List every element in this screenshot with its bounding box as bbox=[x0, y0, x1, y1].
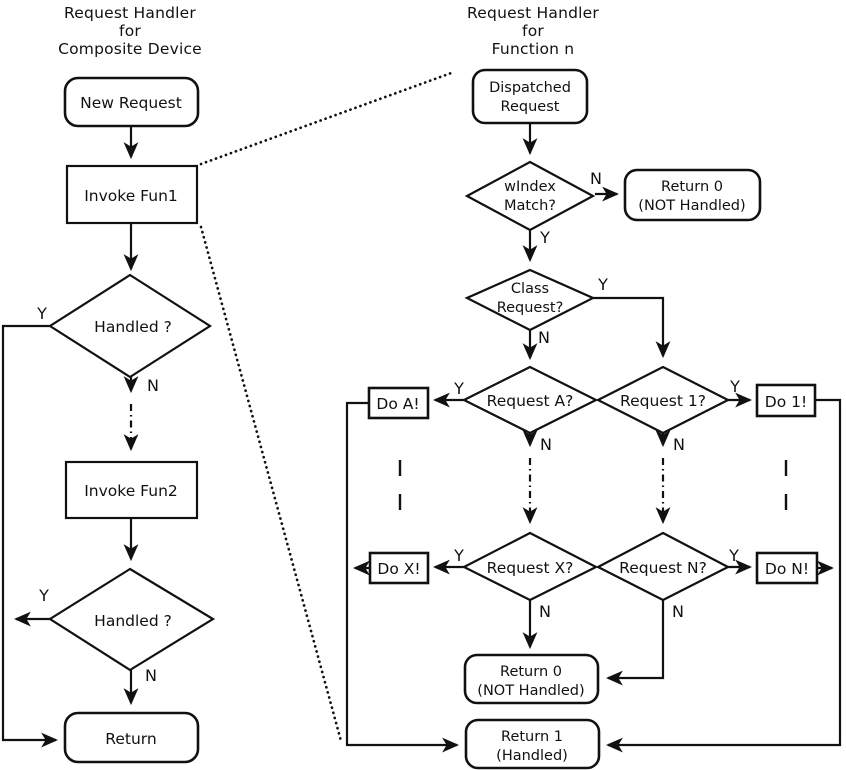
invoke-fun1-label: Invoke Fun1 bbox=[84, 187, 178, 205]
request-1-no-label: N bbox=[673, 435, 685, 454]
do-1-node bbox=[755, 383, 817, 418]
left-title-line3: Composite Device bbox=[58, 40, 202, 58]
edge-requestn-no-to-return0 bbox=[605, 600, 665, 686]
class-request-label-line1: Class bbox=[511, 281, 549, 297]
request-a-label: Request A? bbox=[487, 392, 574, 410]
class-yes-label: Y bbox=[597, 275, 608, 294]
request-x-yes-label: Y bbox=[453, 546, 464, 565]
request-x-no-label: N bbox=[539, 602, 551, 621]
do-n-label: Do N! bbox=[765, 560, 809, 578]
return0-top-label-line1: Return 0 bbox=[661, 179, 723, 195]
class-no-label: N bbox=[538, 328, 550, 347]
windex-match-label-line1: wIndex bbox=[504, 179, 556, 195]
return1-label-line2: (Handled) bbox=[496, 748, 568, 764]
dispatched-request-node bbox=[471, 68, 589, 125]
request-n-yes-label: Y bbox=[728, 546, 739, 565]
edge-doa-rail-to-return1 bbox=[345, 401, 460, 753]
do-a-label: Do A! bbox=[376, 395, 419, 413]
dispatched-request-label-line2: Request bbox=[501, 99, 560, 115]
callout-line-top bbox=[199, 70, 456, 166]
right-title-line2: for bbox=[522, 22, 544, 40]
do-x-label: Do X! bbox=[377, 560, 420, 578]
request-1-yes-label: Y bbox=[729, 377, 740, 396]
return0-top-node bbox=[623, 168, 762, 222]
callout-line-bottom bbox=[199, 225, 343, 743]
windex-no-label: N bbox=[590, 169, 602, 188]
edge-do1-rail-to-return1 bbox=[605, 398, 842, 753]
class-request-label-line2: Request? bbox=[497, 300, 564, 316]
request-x-label: Request X? bbox=[487, 559, 574, 577]
request-1-label: Request 1? bbox=[620, 392, 706, 410]
request-a-no-label: N bbox=[540, 435, 552, 454]
left-flowchart: Request Handler for Composite Device New… bbox=[1, 4, 216, 764]
do-n-node bbox=[755, 551, 819, 585]
right-flowchart: Request Handler for Function n Dispatche… bbox=[345, 4, 842, 770]
return-label: Return bbox=[105, 730, 156, 748]
handled2-yes-label: Y bbox=[38, 586, 49, 605]
right-title-line3: Function n bbox=[492, 40, 575, 58]
edge-class-yes-to-request1 bbox=[593, 296, 671, 359]
invoke-fun2-node bbox=[64, 460, 199, 520]
callout-lines bbox=[199, 70, 456, 743]
return1-node bbox=[464, 718, 601, 770]
return-node bbox=[63, 711, 200, 764]
return0-bottom-node bbox=[463, 653, 600, 705]
edge-handled1-yes-to-return bbox=[1, 324, 59, 748]
invoke-fun2-label: Invoke Fun2 bbox=[84, 482, 178, 500]
request-a-yes-label: Y bbox=[453, 379, 464, 398]
return0-bottom-label-line2: (NOT Handled) bbox=[477, 683, 584, 699]
left-title-line2: for bbox=[119, 22, 141, 40]
windex-yes-label: Y bbox=[539, 228, 550, 247]
request-n-label: Request N? bbox=[619, 559, 707, 577]
windex-match-decision bbox=[464, 160, 596, 232]
handled1-no-label: N bbox=[147, 376, 159, 395]
handled2-label: Handled ? bbox=[94, 612, 172, 630]
invoke-fun1-node bbox=[65, 164, 199, 225]
handled1-label: Handled ? bbox=[94, 318, 172, 336]
left-title-line1: Request Handler bbox=[64, 4, 196, 22]
handled1-yes-label: Y bbox=[36, 304, 47, 323]
request-n-no-label: N bbox=[672, 602, 684, 621]
new-request-label: New Request bbox=[80, 94, 182, 112]
return0-top-label-line2: (NOT Handled) bbox=[638, 198, 745, 214]
return1-label-line1: Return 1 bbox=[501, 729, 563, 745]
right-title-line1: Request Handler bbox=[467, 4, 599, 22]
dispatched-request-label-line1: Dispatched bbox=[489, 80, 571, 96]
return0-bottom-label-line1: Return 0 bbox=[500, 664, 562, 680]
do-1-label: Do 1! bbox=[765, 393, 807, 411]
handled2-no-label: N bbox=[145, 666, 157, 685]
windex-match-label-line2: Match? bbox=[504, 198, 556, 214]
